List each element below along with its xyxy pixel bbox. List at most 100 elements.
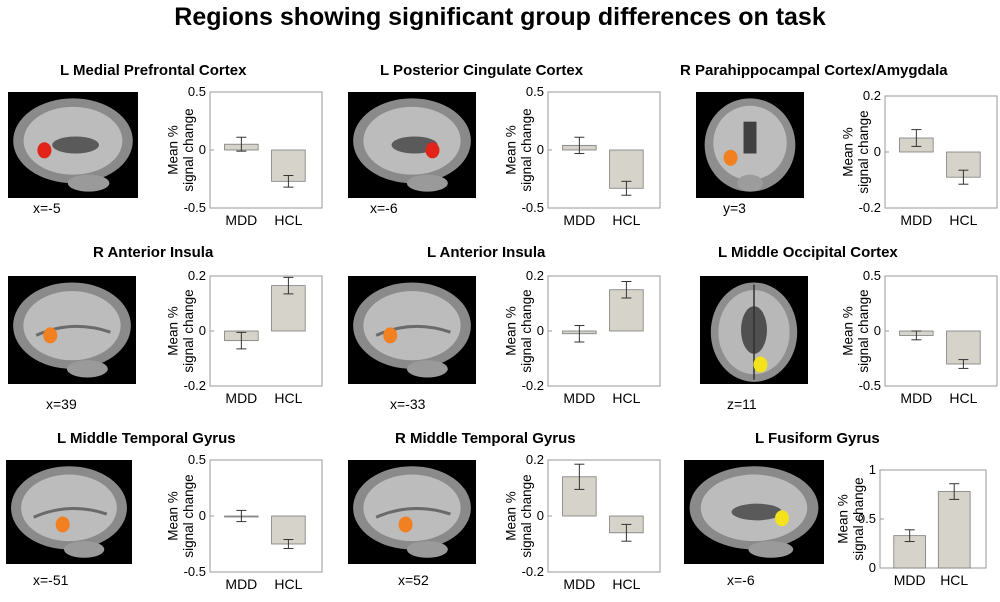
activation-blob: [425, 142, 440, 159]
y-tick-label: 0.2: [526, 452, 544, 467]
y-tick-label: 0: [537, 142, 544, 157]
cerebellum-shape: [63, 541, 105, 558]
activation-blob: [775, 510, 789, 527]
x-category-label: MDD: [225, 212, 257, 228]
corpus-callosum-shape: [731, 503, 782, 521]
bar-hcl: [946, 330, 981, 365]
x-category-label: MDD: [900, 390, 932, 406]
y-tick-label: 0.5: [863, 268, 881, 283]
x-category-label: HCL: [940, 572, 968, 588]
sulcus-shape: [375, 507, 451, 519]
y-tick-label: 0: [199, 142, 206, 157]
y-tick-label: 0: [874, 144, 881, 159]
brain-slice-image: [348, 276, 476, 384]
activation-blob: [43, 327, 58, 344]
cerebellum-shape: [406, 360, 448, 378]
cerebellum-shape: [406, 174, 448, 192]
y-tick-label: -0.2: [859, 200, 881, 215]
y-axis-label: Mean %signal change: [503, 289, 534, 372]
activation-blob: [55, 516, 70, 533]
y-axis-label: Mean %signal change: [165, 474, 196, 557]
y-tick-label: -0.2: [184, 378, 206, 393]
x-category-label: MDD: [563, 576, 595, 592]
cerebellum-shape: [66, 360, 108, 378]
cerebellum-shape: [406, 541, 448, 558]
y-tick-label: 1: [869, 462, 876, 477]
slice-coordinate: y=3: [723, 200, 746, 216]
y-axis-label: Mean %signal change: [503, 108, 534, 191]
x-category-label: MDD: [563, 212, 595, 228]
y-tick-label: 0: [537, 323, 544, 338]
slice-coordinate: x=-5: [33, 200, 61, 216]
x-category-label: MDD: [563, 390, 595, 406]
y-tick-label: 0: [199, 508, 206, 523]
y-tick-label: -0.5: [522, 200, 544, 215]
slice-coordinate: x=52: [398, 572, 429, 588]
y-tick-label: 0.2: [863, 88, 881, 103]
activation-blob: [398, 516, 413, 533]
x-category-label: HCL: [274, 390, 302, 406]
x-category-label: HCL: [612, 390, 640, 406]
activation-blob: [723, 149, 738, 166]
y-tick-label: 0.5: [188, 452, 206, 467]
region-title: L Medial Prefrontal Cortex: [60, 62, 247, 79]
brain-slice-image: [348, 92, 476, 198]
x-category-label: MDD: [225, 576, 257, 592]
y-tick-label: 0.5: [526, 84, 544, 99]
region-title: L Middle Occipital Cortex: [718, 244, 898, 261]
y-tick-label: 0.2: [526, 268, 544, 283]
y-tick-label: 0: [874, 323, 881, 338]
brain-slice-image: [700, 276, 808, 384]
corpus-callosum-shape: [52, 136, 99, 154]
region-title: L Posterior Cingulate Cortex: [380, 62, 584, 79]
x-category-label: HCL: [274, 212, 302, 228]
brain-slice-image: [8, 276, 136, 384]
sulcus-shape: [33, 507, 108, 519]
y-tick-label: -0.2: [522, 564, 544, 579]
x-category-label: HCL: [274, 576, 302, 592]
figure-title: Regions showing significant group differ…: [174, 3, 826, 31]
activation-blob: [37, 142, 52, 159]
y-axis-label: Mean %signal change: [165, 108, 196, 191]
y-axis-label: Mean %signal change: [165, 289, 196, 372]
region-title: R Parahippocampal Cortex/Amygdala: [680, 62, 948, 79]
sulcus-shape: [375, 324, 451, 337]
x-category-label: HCL: [949, 212, 977, 228]
x-category-label: MDD: [900, 212, 932, 228]
activation-blob: [753, 356, 768, 373]
x-category-label: MDD: [225, 390, 257, 406]
brain-slice-image: [6, 460, 132, 564]
brainstem-shape: [737, 174, 763, 192]
y-tick-label: -0.2: [522, 378, 544, 393]
x-category-label: HCL: [949, 390, 977, 406]
y-axis-label: Mean %signal change: [840, 289, 871, 372]
region-title: L Middle Temporal Gyrus: [57, 430, 236, 447]
x-category-label: MDD: [894, 572, 926, 588]
cerebellum-shape: [748, 541, 794, 558]
activation-blob: [383, 327, 398, 344]
brain-slice-image: [696, 92, 804, 198]
y-axis-label: Mean %signal change: [503, 474, 534, 557]
y-tick-label: -0.5: [184, 564, 206, 579]
brain-slice-image: [8, 92, 138, 198]
slice-coordinate: x=-6: [370, 200, 398, 216]
x-category-label: HCL: [612, 212, 640, 228]
slice-coordinate: x=-6: [727, 572, 755, 588]
slice-coordinate: x=-33: [390, 396, 426, 412]
sulcus-shape: [35, 324, 111, 337]
cerebellum-shape: [67, 174, 110, 192]
y-axis-label: Mean %signal change: [840, 110, 871, 193]
y-tick-label: 0.2: [188, 268, 206, 283]
y-axis-label: Mean %signal change: [835, 477, 866, 560]
y-tick-label: -0.5: [184, 200, 206, 215]
y-tick-label: 0: [869, 560, 876, 575]
brain-slice-image: [684, 460, 824, 564]
